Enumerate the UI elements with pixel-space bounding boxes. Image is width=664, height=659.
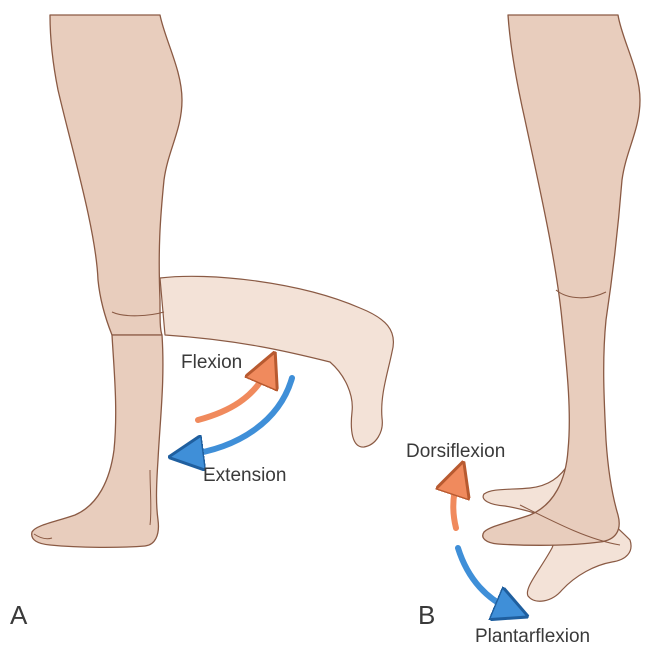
panel-b xyxy=(453,14,641,610)
extension-label: Extension xyxy=(203,465,287,486)
panel-a-letter: A xyxy=(10,600,28,630)
thigh-a xyxy=(49,14,183,336)
flexion-label: Flexion xyxy=(181,352,243,373)
plantarflexion-label: Plantarflexion xyxy=(475,626,591,647)
lower-leg-a xyxy=(31,334,164,549)
dorsiflexion-arrow xyxy=(453,478,458,531)
flexion-arrow xyxy=(195,368,268,423)
leg-b xyxy=(482,14,641,546)
plantarflexion-arrow xyxy=(455,545,512,610)
flexed-lower-leg xyxy=(159,275,394,448)
extension-arrow xyxy=(186,375,295,455)
panel-b-letter: B xyxy=(418,600,436,630)
panel-a xyxy=(31,14,394,549)
dorsiflexion-label: Dorsiflexion xyxy=(406,441,506,462)
